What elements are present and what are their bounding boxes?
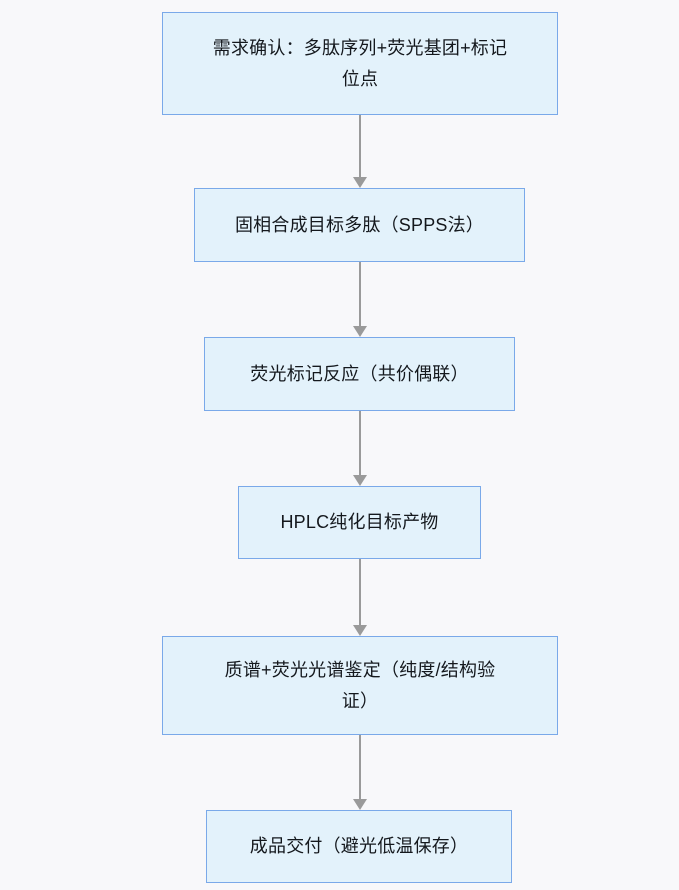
node-label: 固相合成目标多肽（SPPS法） bbox=[234, 214, 485, 235]
arrow-stem bbox=[359, 411, 361, 476]
flowchart-node-hplc-purification[interactable]: HPLC纯化目标产物 bbox=[238, 486, 481, 559]
arrow-head-icon bbox=[353, 625, 367, 636]
arrow-step1-to-step2 bbox=[353, 115, 367, 188]
node-label: HPLC纯化目标产物 bbox=[280, 512, 439, 532]
node-label: 成品交付（避光低温保存） bbox=[249, 836, 469, 856]
arrow-step5-to-step6 bbox=[353, 735, 367, 810]
flowchart-node-fluorescent-labeling-reaction[interactable]: 荧光标记反应（共价偶联） bbox=[204, 337, 515, 411]
arrow-head-icon bbox=[353, 326, 367, 337]
node-label: 荧光标记反应（共价偶联） bbox=[250, 363, 469, 384]
arrow-step3-to-step4 bbox=[353, 411, 367, 486]
arrow-stem bbox=[359, 735, 361, 800]
flowchart-node-product-delivery[interactable]: 成品交付（避光低温保存） bbox=[206, 810, 512, 883]
arrow-step4-to-step5 bbox=[353, 559, 367, 636]
arrow-head-icon bbox=[353, 475, 367, 486]
arrow-head-icon bbox=[353, 799, 367, 810]
arrow-head-icon bbox=[353, 177, 367, 188]
arrow-stem bbox=[359, 559, 361, 626]
arrow-stem bbox=[359, 262, 361, 327]
flowchart-node-solid-phase-synthesis[interactable]: 固相合成目标多肽（SPPS法） bbox=[194, 188, 525, 262]
flowchart-node-ms-and-fluorescence-identification[interactable]: 质谱+荧光光谱鉴定（纯度/结构验 证） bbox=[162, 636, 558, 735]
arrow-stem bbox=[359, 115, 361, 178]
node-label: 质谱+荧光光谱鉴定（纯度/结构验 证） bbox=[224, 659, 496, 711]
arrow-step2-to-step3 bbox=[353, 262, 367, 337]
node-label: 需求确认：多肽序列+荧光基团+标记 位点 bbox=[212, 37, 508, 89]
flowchart-node-requirement-confirmation[interactable]: 需求确认：多肽序列+荧光基团+标记 位点 bbox=[162, 12, 558, 115]
